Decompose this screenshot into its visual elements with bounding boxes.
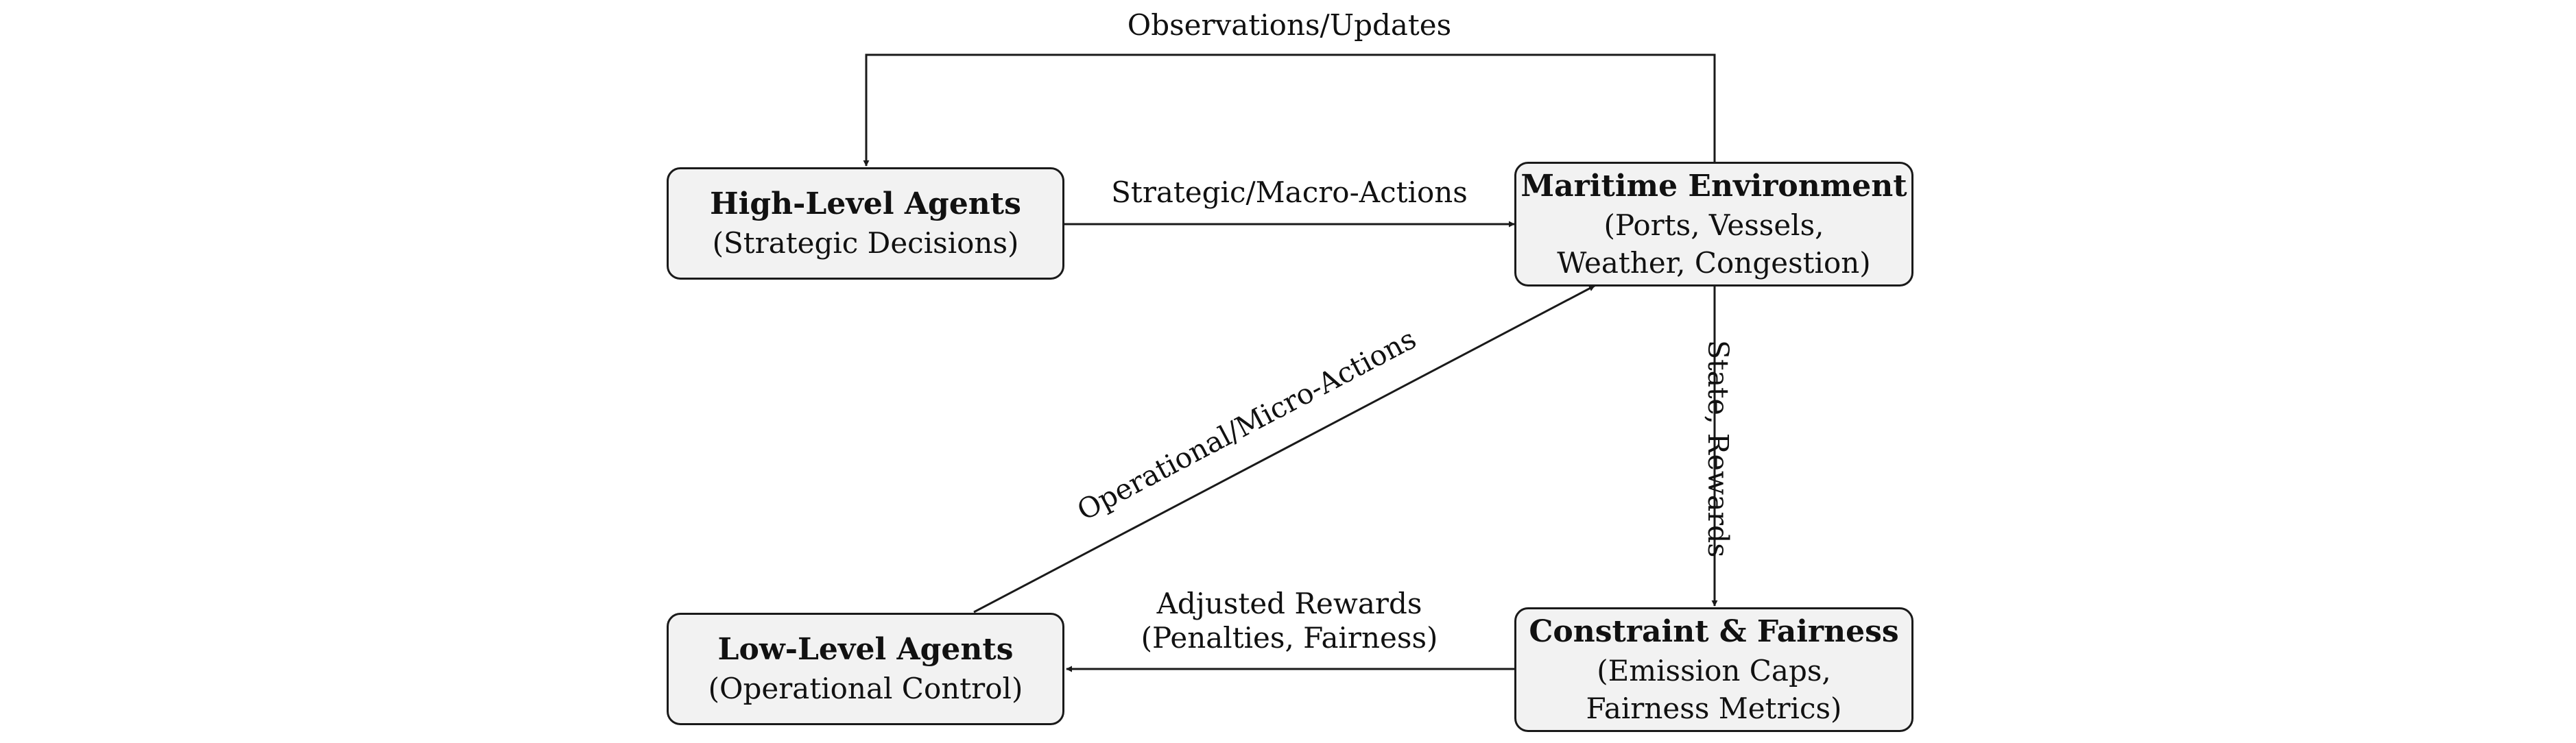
- node-subtitle: (Ports, Vessels,: [1603, 208, 1824, 242]
- edge-operational-micro-actions: [973, 284, 1595, 613]
- label-adjusted-rewards-line1: Adjusted Rewards: [1156, 587, 1422, 620]
- node-title: Low-Level Agents: [717, 632, 1014, 668]
- node-title: High-Level Agents: [710, 186, 1021, 222]
- label-state-rewards: State, Rewards: [1702, 340, 1734, 558]
- node-subtitle: Weather, Congestion): [1557, 246, 1871, 280]
- node-low-level-agents: Low-Level Agents (Operational Control): [667, 613, 1064, 725]
- node-title: Maritime Environment: [1520, 168, 1907, 204]
- node-subtitle: Fairness Metrics): [1586, 692, 1842, 726]
- node-subtitle: (Operational Control): [708, 672, 1023, 706]
- node-high-level-agents: High-Level Agents (Strategic Decisions): [667, 167, 1064, 280]
- label-strategic-macro-actions: Strategic/Macro-Actions: [1111, 175, 1468, 209]
- node-subtitle: (Strategic Decisions): [712, 226, 1019, 260]
- edge-observations-updates: [863, 53, 1716, 167]
- label-observations-updates: Observations/Updates: [1127, 8, 1452, 42]
- node-constraint-fairness: Constraint & Fairness (Emission Caps, Fa…: [1514, 607, 1913, 732]
- label-adjusted-rewards-line2: (Penalties, Fairness): [1141, 621, 1438, 655]
- node-maritime-environment: Maritime Environment (Ports, Vessels, We…: [1514, 162, 1913, 287]
- node-subtitle: (Emission Caps,: [1597, 653, 1831, 687]
- node-title: Constraint & Fairness: [1529, 613, 1899, 649]
